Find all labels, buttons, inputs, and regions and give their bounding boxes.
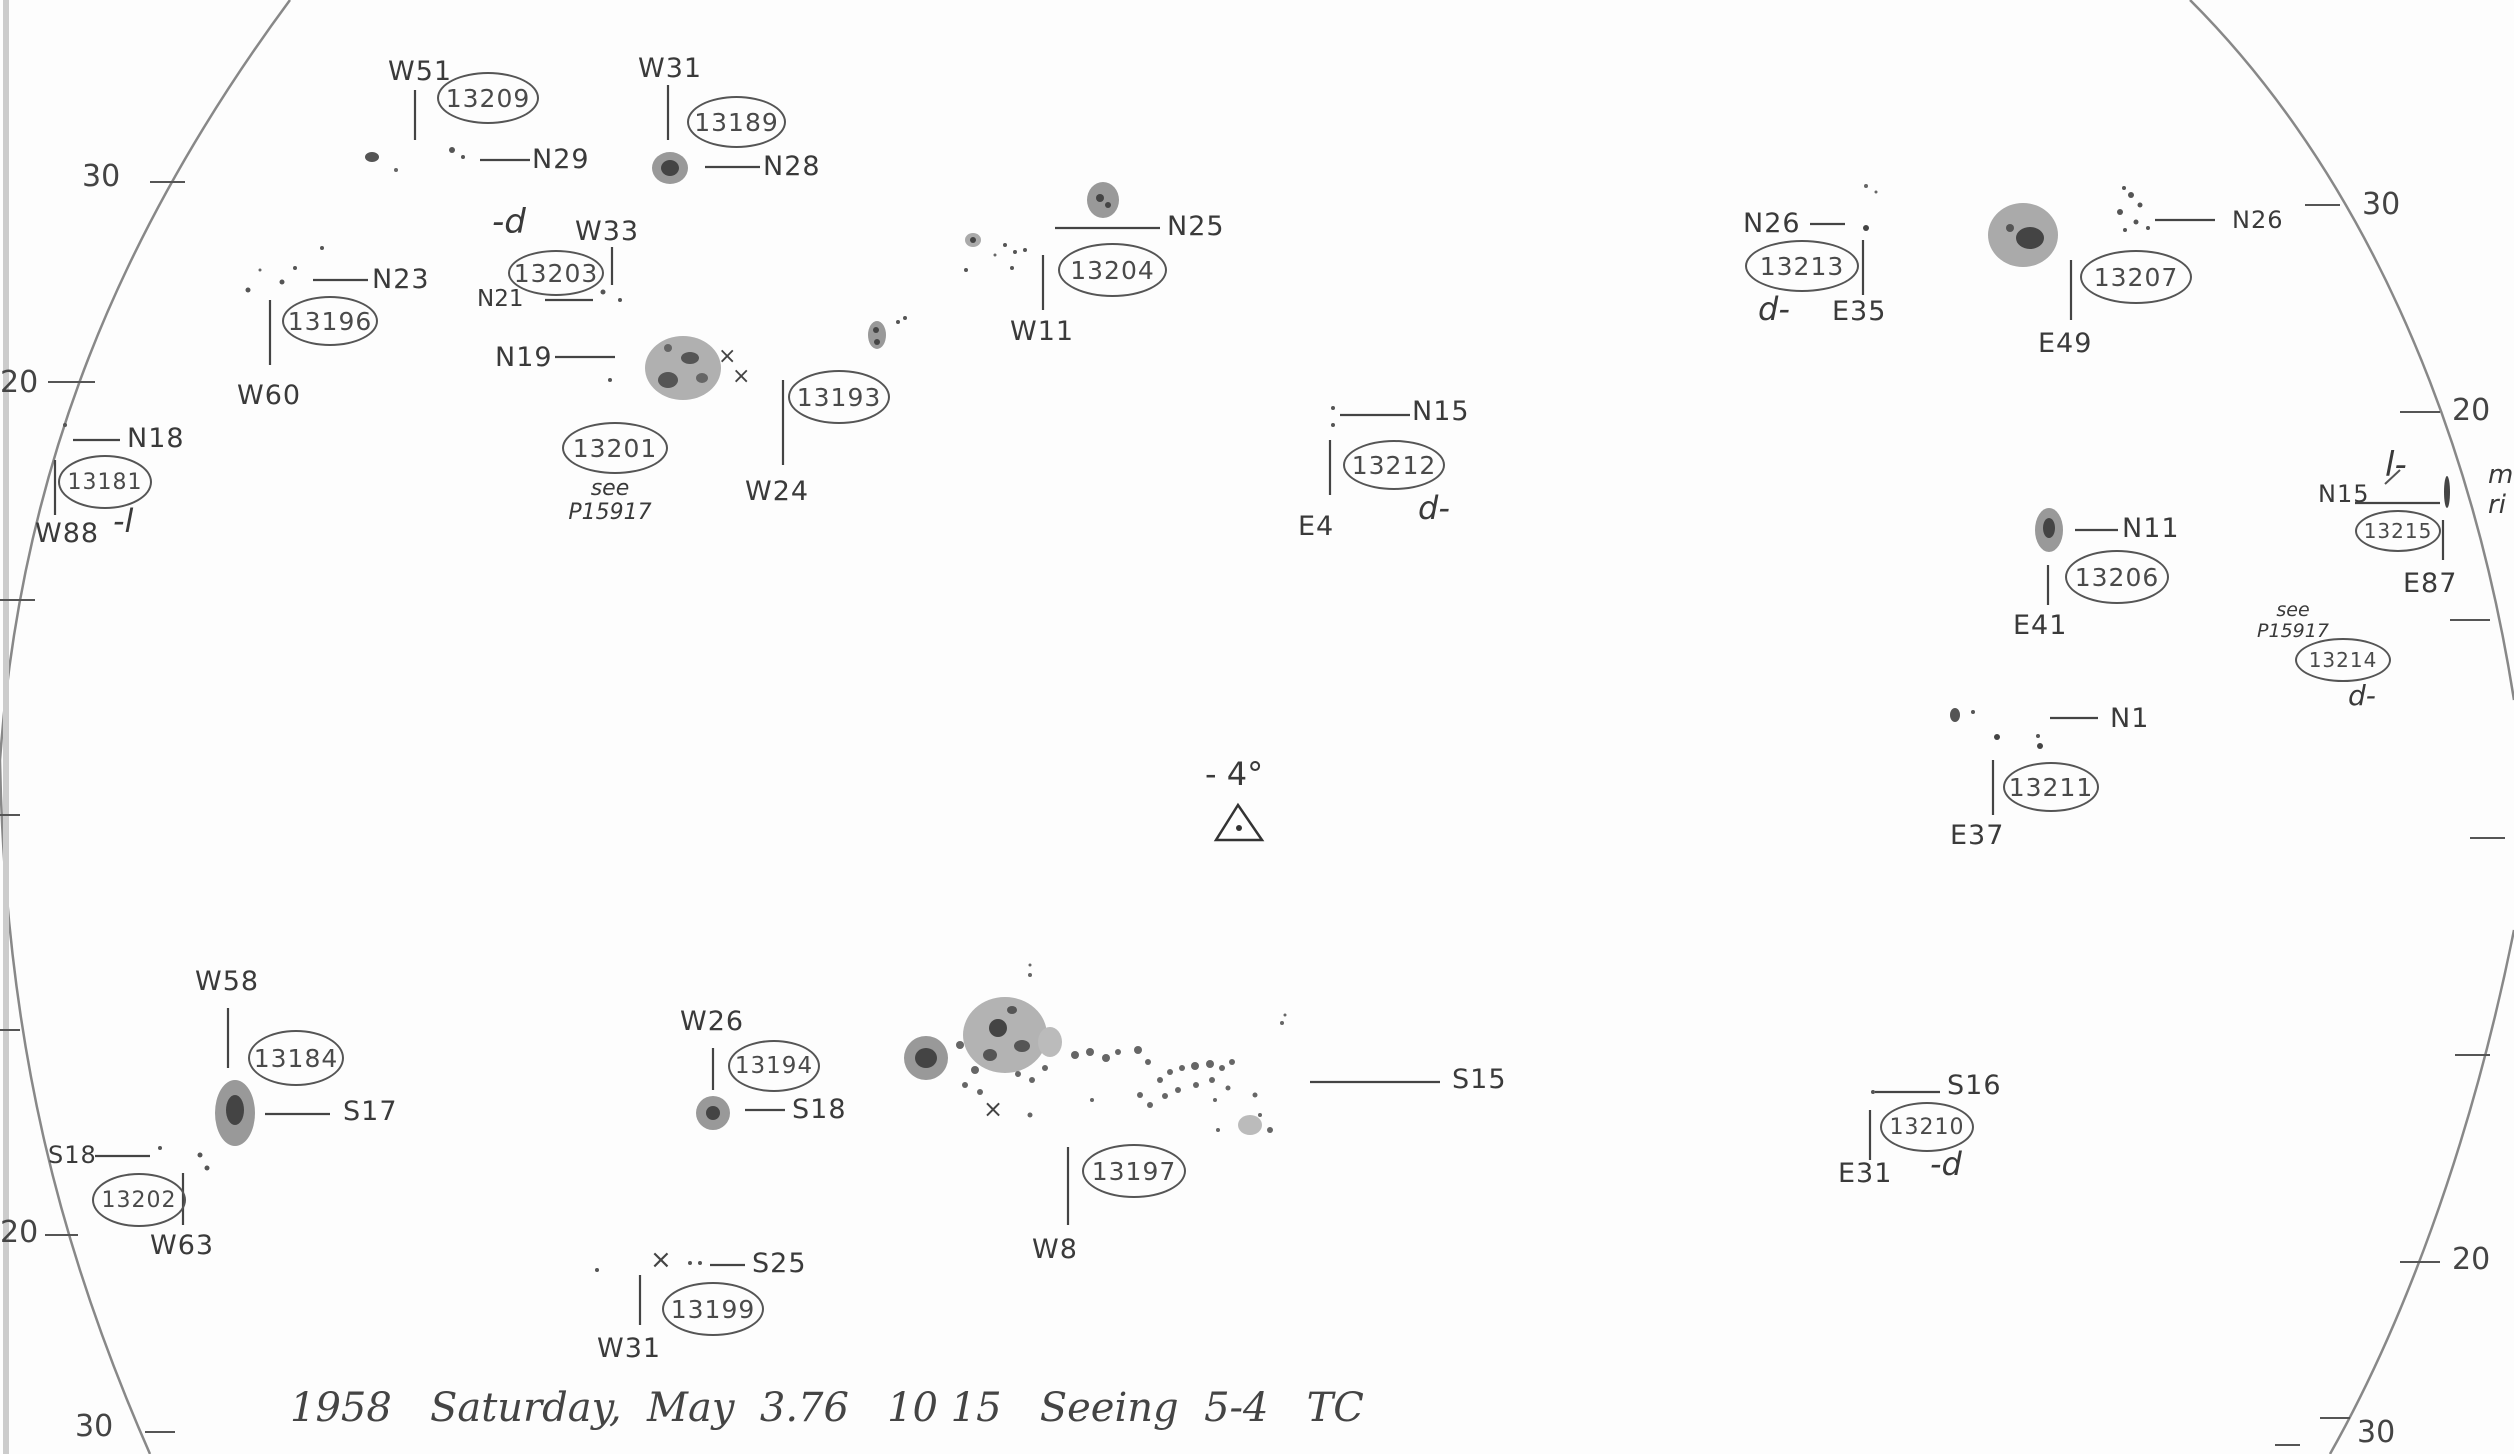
group-13199-lat: S25 xyxy=(752,1248,807,1279)
lat-right-20-top: 20 xyxy=(2452,393,2491,428)
center-marker-label: - 4° xyxy=(1205,755,1264,793)
group-13213-lon: E35 xyxy=(1832,296,1887,327)
svg-text:×: × xyxy=(983,1095,1003,1123)
group-connectors xyxy=(53,85,2445,1325)
group-13197-lat: S15 xyxy=(1452,1064,1507,1095)
group-13201-lat: N19 xyxy=(495,342,553,373)
group-13201-note: see P15917 xyxy=(568,476,652,526)
group-13202-lat: S18 xyxy=(48,1141,97,1169)
lat-right-30-bottom: 30 xyxy=(2357,1415,2396,1450)
group-13207-lat: N26 xyxy=(2232,206,2284,234)
group-13214-id: 13214 xyxy=(2295,638,2391,682)
margin-text-ri: ri xyxy=(2488,490,2506,520)
observation-date-line: 1958 Saturday, May 3.76 10 15 Seeing 5-4… xyxy=(290,1385,1364,1431)
group-13209-lat: N29 xyxy=(532,144,590,175)
center-triangle xyxy=(1213,802,1265,842)
group-13213-lat: N26 xyxy=(1743,208,1801,239)
group-13189-lon: W31 xyxy=(638,53,703,84)
group-13210-id: 13210 xyxy=(1880,1102,1974,1152)
margin-text-m: m xyxy=(2488,460,2514,490)
group-13213-note: d- xyxy=(1758,290,1790,328)
sunspots: × × xyxy=(63,147,2450,1275)
left-latitude-ticks xyxy=(0,181,185,1433)
group-13201-id: 13201 xyxy=(562,422,668,474)
group-13212-lat: N15 xyxy=(1412,396,1470,427)
group-13204-lat: N25 xyxy=(1167,211,1225,242)
solar-limb-right xyxy=(2189,0,2514,1454)
group-13197-lon: W8 xyxy=(1032,1234,1078,1265)
group-13214-note: see P15917 xyxy=(2257,599,2329,642)
solar-limb-left xyxy=(0,0,292,1454)
group-13181-id: 13181 xyxy=(58,455,152,509)
group-13202-id: 13202 xyxy=(92,1173,186,1227)
right-latitude-ticks xyxy=(2275,204,2505,1446)
lat-right-30-top: 30 xyxy=(2362,187,2401,222)
group-13199-lon: W31 xyxy=(597,1333,662,1364)
group-13212-id: 13212 xyxy=(1343,440,1445,490)
lat-left-20-top: 20 xyxy=(0,365,39,400)
group-13209-lon: W51 xyxy=(388,56,453,87)
group-13189-id: 13189 xyxy=(687,96,786,148)
group-13203-lat: N21 xyxy=(477,286,524,312)
group-13194-lat: S18 xyxy=(792,1094,847,1125)
group-13211-lon: E37 xyxy=(1950,820,2005,851)
lat-left-30-top: 30 xyxy=(82,159,121,194)
group-13204-lon: W11 xyxy=(1010,316,1075,347)
group-13211-id: 13211 xyxy=(2003,762,2099,812)
group-13215-note: l- xyxy=(2385,445,2407,485)
group-13202-lon: W63 xyxy=(150,1230,215,1261)
group-13210-lat: S16 xyxy=(1947,1070,2002,1101)
group-13181-lon: W88 xyxy=(35,518,100,549)
lat-left-30-bottom: 30 xyxy=(75,1409,114,1444)
svg-text:×: × xyxy=(650,1245,672,1275)
group-13194-id: 13194 xyxy=(728,1040,820,1092)
group-13196-id: 13196 xyxy=(282,296,378,346)
group-13184-id: 13184 xyxy=(248,1030,344,1086)
group-13210-lon: E31 xyxy=(1838,1158,1893,1189)
svg-text:×: × xyxy=(732,364,750,389)
group-13212-lon: E4 xyxy=(1298,511,1335,542)
group-13207-lon: E49 xyxy=(2038,328,2093,359)
group-13215-lat: N15 xyxy=(2318,480,2370,508)
lat-left-20-bottom: 20 xyxy=(0,1215,39,1250)
group-13181-note: -l xyxy=(113,502,134,540)
group-13211-lat: N1 xyxy=(2110,703,2150,734)
group-13215-id: 13215 xyxy=(2355,510,2441,552)
lat-right-20-bottom: 20 xyxy=(2452,1242,2491,1277)
group-13215-l-line xyxy=(2384,469,2401,485)
group-13184-lat: S17 xyxy=(343,1096,398,1127)
svg-text:×: × xyxy=(718,344,736,369)
group-13204-id: 13204 xyxy=(1058,243,1167,297)
group-13196-lat: N23 xyxy=(372,264,430,295)
group-13194-lon: W26 xyxy=(680,1006,745,1037)
group-13213-id: 13213 xyxy=(1745,240,1859,292)
group-13206-lat: N11 xyxy=(2122,513,2180,544)
group-13199-id: 13199 xyxy=(662,1282,764,1336)
group-13197-id: 13197 xyxy=(1082,1144,1186,1198)
group-13207-id: 13207 xyxy=(2080,250,2192,304)
group-13209-id: 13209 xyxy=(437,72,539,124)
group-13206-id: 13206 xyxy=(2065,550,2169,604)
group-13210-note: -d xyxy=(1930,1145,1962,1183)
group-13203-note: -d xyxy=(492,202,526,242)
group-13212-note: d- xyxy=(1418,489,1450,527)
group-13193-id: 13193 xyxy=(788,370,890,424)
group-13203-lon: W33 xyxy=(575,216,640,247)
group-13184-lon: W58 xyxy=(195,966,260,997)
group-13215-lon: E87 xyxy=(2403,568,2458,599)
group-13203-id: 13203 xyxy=(508,250,604,296)
group-13206-lon: E41 xyxy=(2013,610,2068,641)
group-13181-lat: N18 xyxy=(127,423,185,454)
group-13214-note2: d- xyxy=(2348,679,2376,712)
group-13196-lon: W60 xyxy=(237,380,302,411)
group-13193-lon: W24 xyxy=(745,476,810,507)
group-13189-lat: N28 xyxy=(763,151,821,182)
